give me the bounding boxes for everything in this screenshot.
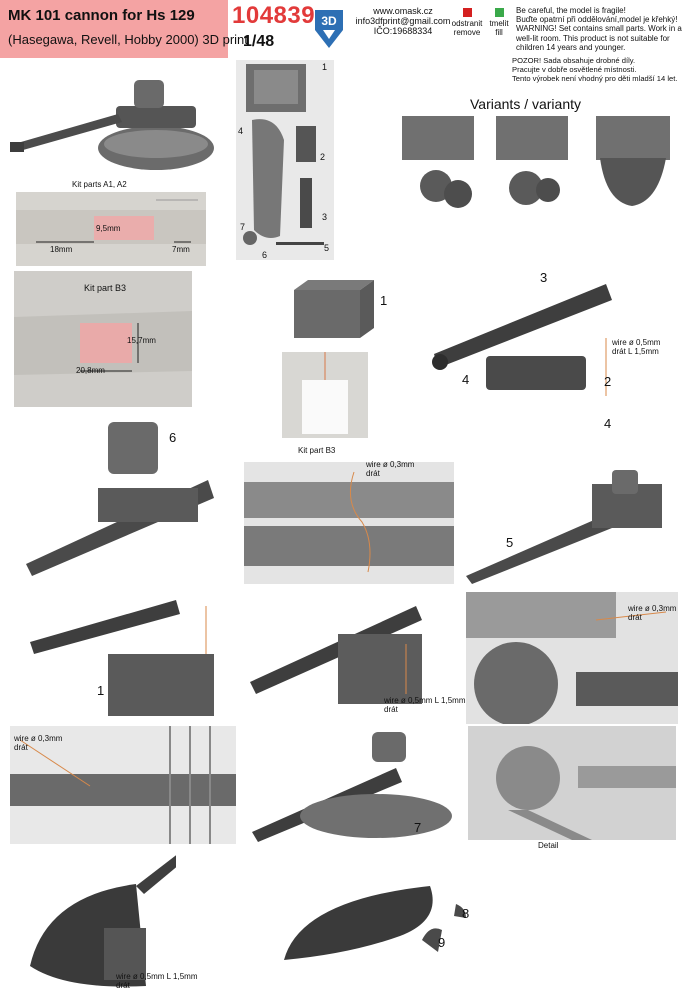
title-banner — [0, 0, 228, 58]
ammo-box-render — [286, 276, 376, 342]
warning-block: Be careful, the model is fragile! Buďte … — [516, 6, 686, 52]
sheet-num-2: 2 — [320, 152, 326, 162]
cannon-in-box-render — [246, 594, 456, 724]
dim-b-height: 15,7mm — [127, 336, 156, 345]
step5-number: 5 — [506, 535, 514, 550]
warning-line: WARNING! Set contains small parts. Work … — [516, 24, 682, 34]
step6-render — [8, 408, 236, 584]
step7-number: 7 — [414, 820, 422, 835]
warning-line: Be careful, the model is fragile! — [516, 6, 626, 15]
kit-parts-a-label: Kit parts A1, A2 — [72, 180, 127, 189]
dim-a-left: 18mm — [50, 245, 73, 254]
b3-install-photo — [282, 352, 368, 438]
warning-line: Buďte opatrní při oddělování,model je kř… — [516, 15, 678, 25]
kit-parts-a-photo — [16, 192, 206, 266]
warning-cz-line: Tento výrobek není vhodný pro děti mladš… — [512, 74, 678, 83]
parts-sheet-render — [236, 60, 334, 260]
wire03-c-label2: drát — [628, 613, 642, 622]
wire05-e-label: wire ø 0,5mm L 1,5mm — [116, 972, 198, 981]
step8-number: 8 — [462, 906, 470, 921]
warning-cz-line: POZOR! Sada obsahuje drobné díly. — [512, 56, 636, 65]
step1-render — [26, 592, 226, 726]
wire05-b-label2: drát — [384, 705, 398, 714]
wire03-a-label: wire ø 0,3mm — [366, 460, 415, 469]
legend-remove-en: remove — [453, 28, 481, 37]
fill-swatch — [494, 8, 504, 17]
contact-web: www.omask.cz — [373, 6, 433, 16]
legend-fill: tmelit fill — [486, 8, 512, 37]
exploded-wire-1: wire ø 0,5mm — [612, 338, 661, 347]
contact-email: info3dfprint@gmail.com — [355, 16, 451, 26]
dim-b-width: 20,8mm — [76, 366, 105, 375]
step7-render — [246, 728, 458, 844]
legend-remove: odstranit remove — [451, 8, 483, 37]
remove-swatch — [462, 8, 472, 17]
exploded-num-4a: 4 — [462, 372, 470, 387]
wire03-d-label: wire ø 0,3mm — [14, 734, 63, 743]
kit-part-b3-photo — [14, 271, 192, 407]
step1-number: 1 — [97, 683, 105, 698]
feed-detail-render — [466, 592, 678, 724]
wire03-a-label2: drát — [366, 469, 380, 478]
sheet-num-5: 5 — [324, 243, 330, 253]
wire03-c-label: wire ø 0,3mm — [628, 604, 677, 613]
warning-line: well-lit room. This product is not suita… — [516, 33, 670, 43]
sheet-num-7: 7 — [240, 222, 246, 232]
fairing-install-render — [26, 846, 176, 990]
exploded-wire-2: drát L 1,5mm — [612, 347, 659, 356]
wire05-e-label2: drát — [116, 981, 130, 990]
contact-block: www.omask.cz info3dfprint@gmail.com IČO:… — [348, 6, 458, 36]
wire03-d-label2: drát — [14, 743, 28, 752]
kit-part-b3-title: Kit part B3 — [84, 283, 127, 293]
product-code: 104839 — [232, 2, 316, 29]
detail-photo — [468, 726, 676, 840]
contact-ico: IČO:19688334 — [373, 26, 433, 36]
wire-detail-render — [10, 726, 236, 844]
legend-fill-en: fill — [495, 28, 503, 37]
sheet-num-6: 6 — [262, 250, 268, 260]
exploded-view-render — [426, 276, 626, 426]
variants-title: Variants / varianty — [470, 96, 582, 112]
legend-fill-cz: tmelit — [489, 19, 509, 28]
exploded-num-4b: 4 — [604, 416, 612, 431]
step9-number: 9 — [438, 935, 446, 950]
page-subtitle: (Hasegawa, Revell, Hobby 2000) 3D print — [8, 32, 248, 47]
step6-number: 6 — [169, 430, 177, 445]
wire05-b-label: wire ø 0,5mm L 1,5mm — [384, 696, 466, 705]
box-number-1: 1 — [380, 293, 388, 308]
detail-caption: Detail — [538, 841, 559, 850]
page-title: MK 101 cannon for Hs 129 — [8, 7, 195, 24]
fairing-parts-render — [280, 880, 470, 976]
scale-label: 1/48 — [243, 33, 275, 50]
warning-cz-block: POZOR! Sada obsahuje drobné díly. Pracuj… — [512, 56, 677, 83]
step5-render — [462, 464, 676, 584]
wiring-detail-render — [244, 462, 454, 584]
sheet-num-1: 1 — [322, 62, 328, 72]
legend-remove-cz: odstranit — [451, 19, 483, 28]
exploded-num-3: 3 — [540, 270, 548, 285]
sheet-num-4: 4 — [238, 126, 244, 136]
exploded-num-2: 2 — [604, 374, 612, 389]
variants-render — [396, 114, 676, 234]
warning-line: children 14 years and younger. — [516, 42, 626, 52]
dim-a-right: 7mm — [172, 245, 190, 254]
svg-text:3D: 3D — [321, 14, 337, 28]
dim-a-height: 9,5mm — [96, 224, 121, 233]
kit-part-b3-caption: Kit part B3 — [298, 446, 336, 455]
cannon-with-fairing-render — [6, 68, 216, 180]
brand-logo: 3D — [312, 6, 346, 50]
sheet-num-3: 3 — [322, 212, 328, 222]
warning-cz-line: Pracujte v dobře osvětlené místnosti. — [512, 65, 637, 74]
